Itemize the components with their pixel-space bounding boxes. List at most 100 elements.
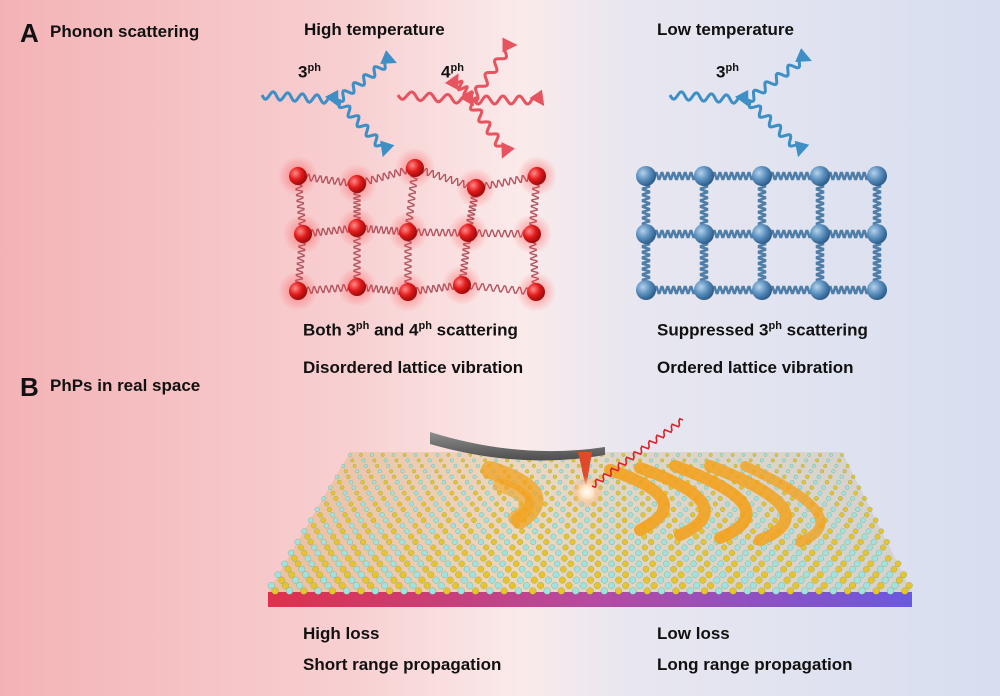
slab-atom	[837, 458, 842, 463]
slab-atom	[556, 539, 563, 545]
slab-atom	[797, 576, 805, 584]
slab-atom	[394, 549, 401, 556]
slab-atom	[464, 539, 471, 545]
slab-atom	[488, 523, 495, 529]
polariton-wavefront	[704, 460, 792, 546]
slab-atom	[707, 582, 715, 590]
slab-atom	[494, 458, 498, 463]
red-atom	[289, 282, 307, 300]
slab-atom	[482, 501, 487, 507]
slab-atom	[629, 587, 637, 595]
slab-atom	[421, 533, 427, 540]
slab-atom	[867, 576, 875, 584]
slab-atom	[698, 453, 702, 457]
slab-atom	[769, 506, 775, 512]
slab-atom	[389, 469, 394, 474]
slab-atom	[549, 496, 555, 501]
slab-atom	[793, 474, 798, 479]
slab-atom	[849, 549, 856, 556]
slab-atom	[542, 501, 548, 507]
slab-atom	[846, 501, 852, 507]
slab-atom	[448, 549, 455, 556]
slab-atom	[826, 458, 831, 463]
slab-atom	[439, 555, 447, 562]
blue-phonon-arrow	[747, 48, 812, 103]
slab-atom	[629, 565, 636, 573]
red-atom	[453, 276, 471, 294]
slab-atom	[370, 517, 377, 523]
slab-atom	[694, 544, 701, 551]
slab-atom	[287, 549, 295, 556]
slab-atom	[334, 576, 342, 584]
slab-atom	[732, 506, 738, 512]
slab-atom	[513, 560, 520, 567]
spring-bond	[644, 171, 706, 181]
slab-atom	[755, 576, 763, 584]
slab-atom	[828, 474, 833, 479]
slab-atom	[520, 555, 528, 562]
slab-atom	[394, 458, 399, 463]
slab-atom	[593, 582, 601, 590]
slab-atom	[431, 560, 438, 567]
slab-atom	[782, 549, 789, 556]
slab-atom	[557, 528, 564, 534]
slab-atom	[886, 571, 894, 579]
slab-atom	[737, 458, 742, 463]
blue-atom	[752, 166, 772, 186]
slab-atom	[450, 458, 454, 463]
slab-atom	[390, 560, 397, 567]
slab-atom	[386, 539, 393, 545]
slab-atom	[524, 533, 531, 540]
slab-atom	[663, 560, 670, 567]
slab-atom	[429, 528, 436, 534]
slab-atom	[374, 523, 380, 529]
slab-atom	[858, 571, 866, 579]
slab-atom	[391, 453, 396, 457]
slab-atom	[811, 576, 819, 584]
high-temperature-heading: High temperature	[304, 20, 445, 39]
slab-atom	[684, 565, 691, 573]
slab-atom	[880, 544, 886, 551]
slab-atom	[675, 549, 682, 556]
slab-atom	[663, 571, 671, 579]
slab-atom	[616, 458, 620, 463]
slab-atom	[353, 565, 361, 573]
caption-both-scattering: Both 3ph and 4ph scattering	[303, 320, 518, 340]
slab-atom	[472, 560, 479, 567]
slab-atom	[386, 485, 392, 490]
slab-atom	[371, 571, 379, 579]
slab-atom	[693, 533, 699, 540]
slab-atom	[702, 549, 709, 556]
slab-atom	[532, 528, 538, 534]
slab-atom	[494, 582, 502, 590]
slab-atom	[584, 517, 590, 523]
slab-atom	[362, 576, 370, 584]
slab-atom	[858, 501, 864, 507]
slab-atom	[363, 485, 368, 490]
slab-atom	[823, 464, 828, 468]
slab-atom	[648, 549, 655, 556]
slab-atom	[635, 560, 643, 567]
slab-atom	[601, 576, 608, 584]
slab-atom	[813, 560, 820, 567]
slab-atom	[545, 528, 551, 534]
slab-atom	[756, 506, 762, 512]
slab-atom	[867, 506, 873, 512]
slab-atom	[693, 458, 698, 463]
slab-atom	[534, 480, 539, 485]
red-atom	[289, 167, 307, 185]
slab-atom	[593, 458, 598, 463]
slab-atom	[844, 539, 851, 545]
slab-atom	[650, 582, 658, 590]
slab-atom	[453, 464, 458, 468]
slab-atom	[499, 560, 506, 567]
slab-atom	[326, 528, 333, 534]
slab-atom	[717, 496, 723, 501]
slab-atom	[358, 555, 366, 562]
slab-atom	[813, 544, 820, 551]
slab-atom	[351, 485, 356, 490]
slab-atom	[596, 528, 602, 534]
slab-atom	[864, 512, 870, 518]
slab-atom	[414, 587, 422, 595]
slab-atom	[408, 549, 415, 556]
